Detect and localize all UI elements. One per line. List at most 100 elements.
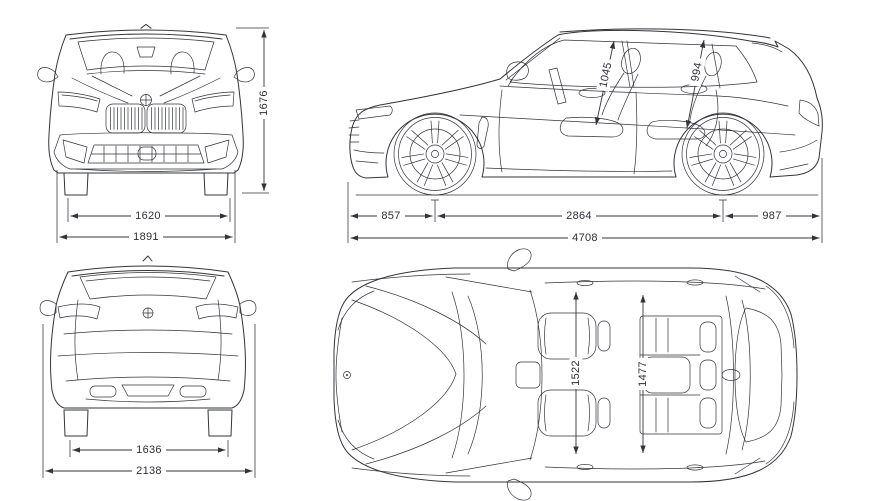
dim-label-overall-height: 1676	[258, 90, 270, 116]
rearview-mirror-icon	[136, 46, 156, 58]
side-car-outline	[349, 28, 823, 179]
front-bumper	[53, 132, 239, 172]
rear-view: 1636 2138	[39, 255, 257, 478]
top-view: 1522 1477	[333, 248, 798, 501]
dim-label-group: 857	[377, 209, 405, 223]
taillights	[57, 303, 239, 320]
dim-label-group: 1676	[257, 87, 271, 119]
dim-label-group: 2864	[562, 209, 596, 223]
dim-interior-width-rear: 1477	[636, 295, 650, 453]
front-wheels	[63, 172, 229, 196]
side-body-lines	[348, 61, 820, 175]
side-glasshouse	[505, 37, 783, 89]
top-cargo-area	[734, 285, 795, 465]
dim-width-with-mirrors: 2138	[42, 324, 256, 478]
front-car-outline	[48, 23, 244, 174]
dim-interior-width-front: 1522	[569, 292, 583, 454]
front-seat-headrest	[621, 47, 641, 75]
roof-antenna-icon	[140, 23, 152, 29]
dim-label-interior-width-rear: 1477	[637, 361, 649, 387]
dim-label-group: 1045	[596, 57, 616, 93]
dim-label-group: 2138	[132, 464, 166, 478]
top-hood-lines	[335, 273, 487, 477]
dim-label-wheelbase: 2864	[566, 210, 592, 222]
headlight-side	[355, 105, 393, 120]
dim-label-group: 4708	[568, 231, 602, 245]
dim-headroom-front: 1045	[594, 40, 616, 126]
top-rear-bench	[639, 315, 723, 435]
label-mask	[687, 57, 707, 87]
label-mask	[129, 230, 163, 244]
dim-label-group: 1620	[131, 209, 165, 223]
dim-overhang-rear: 987	[725, 209, 820, 223]
dim-wheelbase: 2864	[437, 209, 721, 223]
label-mask	[596, 57, 616, 93]
bmw-roundel-icon	[140, 94, 152, 106]
dim-label-overhang-rear: 987	[762, 210, 781, 222]
front-windshield	[71, 37, 221, 104]
bmw-roundel-rear-icon	[142, 307, 154, 319]
top-windshield-roof	[445, 275, 766, 475]
dim-rear-track: 1636	[69, 440, 229, 457]
dim-label-overhang-front: 857	[381, 210, 400, 222]
dim-label-width-incl-mirrors: 2138	[136, 465, 162, 477]
label-mask	[132, 443, 166, 457]
bmw-roundel-top-icon	[343, 371, 351, 379]
dim-front-overall-width: 1891	[56, 170, 236, 244]
dim-label-group: 1891	[129, 230, 163, 244]
rear-window	[79, 272, 217, 300]
dim-label-group: 1522	[569, 357, 583, 389]
tailgate-and-bumper	[57, 299, 239, 403]
dim-label-track-rear: 1636	[136, 444, 162, 456]
top-front-seats	[515, 312, 611, 437]
dim-front-overall-height: 1676	[236, 27, 271, 194]
label-mask	[636, 358, 650, 390]
exhaust-left	[89, 385, 117, 398]
taillight-side	[798, 99, 820, 127]
dim-label-overall-width: 1891	[133, 231, 159, 243]
side-mirror-icon	[506, 61, 529, 87]
dim-overall-length: 4708	[350, 231, 820, 245]
steering-wheel-icon	[548, 67, 567, 105]
exhaust-right	[179, 385, 207, 398]
dim-label-headroom-rear: 994	[689, 61, 704, 82]
dim-front-track: 1620	[67, 198, 231, 223]
label-mask	[568, 231, 602, 245]
label-mask	[257, 87, 271, 119]
front-view: 1676 1620 1891	[37, 23, 271, 244]
label-mask	[569, 357, 583, 389]
kidney-grille	[105, 103, 187, 134]
headrest-left	[100, 51, 125, 75]
label-mask	[132, 464, 166, 478]
rear-mirrors	[39, 300, 257, 316]
front-seat-cushion	[559, 116, 624, 138]
rear-wheels	[63, 409, 233, 437]
dim-label-overall-length: 4708	[572, 232, 598, 244]
dim-label-track-front: 1620	[135, 210, 161, 222]
headrest-right	[170, 51, 195, 75]
top-mirrors	[507, 248, 532, 501]
antenna-top-icon	[721, 369, 741, 381]
roof-antenna-icon	[142, 255, 153, 262]
dim-label-interior-width-front: 1522	[570, 360, 582, 386]
front-mirrors	[37, 67, 255, 83]
front-headlights	[57, 91, 235, 113]
dim-label-group: 1477	[636, 358, 650, 390]
rear-seat-headrest	[704, 51, 722, 77]
label-mask	[758, 209, 786, 223]
dim-label-headroom-front: 1045	[597, 61, 614, 89]
dim-headroom-rear: 994	[685, 39, 707, 129]
label-mask	[377, 209, 405, 223]
dim-label-group: 987	[758, 209, 786, 223]
fender-vent-icon	[476, 116, 489, 149]
dim-side-extensions	[347, 158, 823, 243]
dim-overhang-front: 857	[350, 209, 433, 223]
label-mask	[131, 209, 165, 223]
rear-seat-cushion	[646, 120, 706, 140]
center-console	[515, 361, 541, 389]
dim-label-group: 994	[687, 57, 707, 87]
side-view: 1045 994 857 2864	[347, 28, 823, 245]
side-wheels	[393, 112, 765, 196]
